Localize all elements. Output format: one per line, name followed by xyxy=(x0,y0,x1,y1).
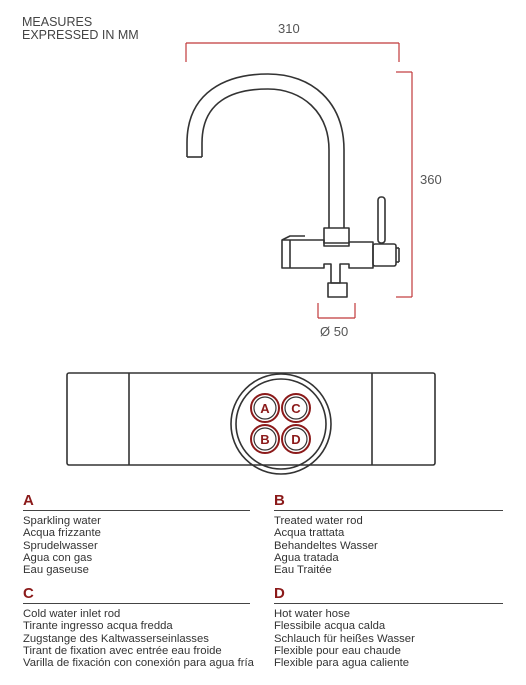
legend-a-rule xyxy=(23,510,250,511)
legend-a-line: Sparkling water xyxy=(23,515,101,527)
legend-b-line: Acqua trattata xyxy=(274,527,345,540)
legend-a-line: Sprudelwasser xyxy=(23,539,98,552)
faucet-side-view xyxy=(186,73,400,298)
button-b-label: B xyxy=(260,432,269,447)
legend-b-line: Treated water rod xyxy=(274,515,363,527)
legend-b-list: Treated water rod Acqua trattata Behande… xyxy=(274,515,378,576)
legend-d-line: Flexible para agua caliente xyxy=(274,657,410,670)
measures-note: MEASURES EXPRESSED IN MM xyxy=(22,16,139,42)
unit-top-view xyxy=(66,372,436,475)
legend-d-line: Flessibile acqua calda xyxy=(274,620,386,633)
legend-a-line: Acqua frizzante xyxy=(23,527,101,540)
legend-a-line: Eau gaseuse xyxy=(23,564,89,577)
diameter-dimension xyxy=(317,303,356,319)
legend-c-list: Cold water inlet rod Tirante ingresso ac… xyxy=(23,608,254,669)
legend-c-rule xyxy=(23,603,250,604)
width-value: 310 xyxy=(278,21,300,36)
legend-c-line: Tirant de fixation avec entrée eau froid… xyxy=(23,644,222,657)
legend-c-line: Cold water inlet rod xyxy=(23,608,121,620)
legend-a-line: Agua con gas xyxy=(23,551,93,564)
button-d[interactable]: D xyxy=(281,424,311,454)
legend-d-line: Hot water hose xyxy=(274,608,350,620)
height-value: 360 xyxy=(420,172,442,187)
button-a-label: A xyxy=(260,401,270,416)
measures-line-2: EXPRESSED IN MM xyxy=(22,28,139,42)
legend-c-line: Zugstange des Kaltwasserseinlasses xyxy=(23,632,209,645)
legend-d-list: Hot water hose Flessibile acqua calda Sc… xyxy=(274,608,415,669)
button-d-label: D xyxy=(291,432,300,447)
legend-b-line: Behandeltes Wasser xyxy=(274,539,378,552)
height-dimension xyxy=(396,71,413,298)
legend-c-letter: C xyxy=(23,585,34,602)
legend-b-letter: B xyxy=(274,492,285,509)
legend-d-line: Flexible pour eau chaude xyxy=(274,644,401,657)
legend-b-line: Eau Traitée xyxy=(274,564,332,577)
button-b[interactable]: B xyxy=(250,424,280,454)
width-dimension xyxy=(185,42,400,62)
legend-a-list: Sparkling water Acqua frizzante Sprudelw… xyxy=(23,515,101,576)
button-c-label: C xyxy=(291,401,301,416)
button-a[interactable]: A xyxy=(250,393,280,423)
legend-c-line: Tirante ingresso acqua fredda xyxy=(23,620,173,633)
button-c[interactable]: C xyxy=(281,393,311,423)
legend-a-letter: A xyxy=(23,492,34,509)
measures-line-1: MEASURES xyxy=(22,15,93,29)
legend-b-rule xyxy=(274,510,503,511)
legend-c-line: Varilla de fixación con conexión para ag… xyxy=(23,657,254,670)
legend-d-letter: D xyxy=(274,585,285,602)
diameter-value: Ø 50 xyxy=(320,324,348,339)
legend-b-line: Agua tratada xyxy=(274,551,339,564)
legend-d-rule xyxy=(274,603,503,604)
legend-d-line: Schlauch für heißes Wasser xyxy=(274,632,415,645)
